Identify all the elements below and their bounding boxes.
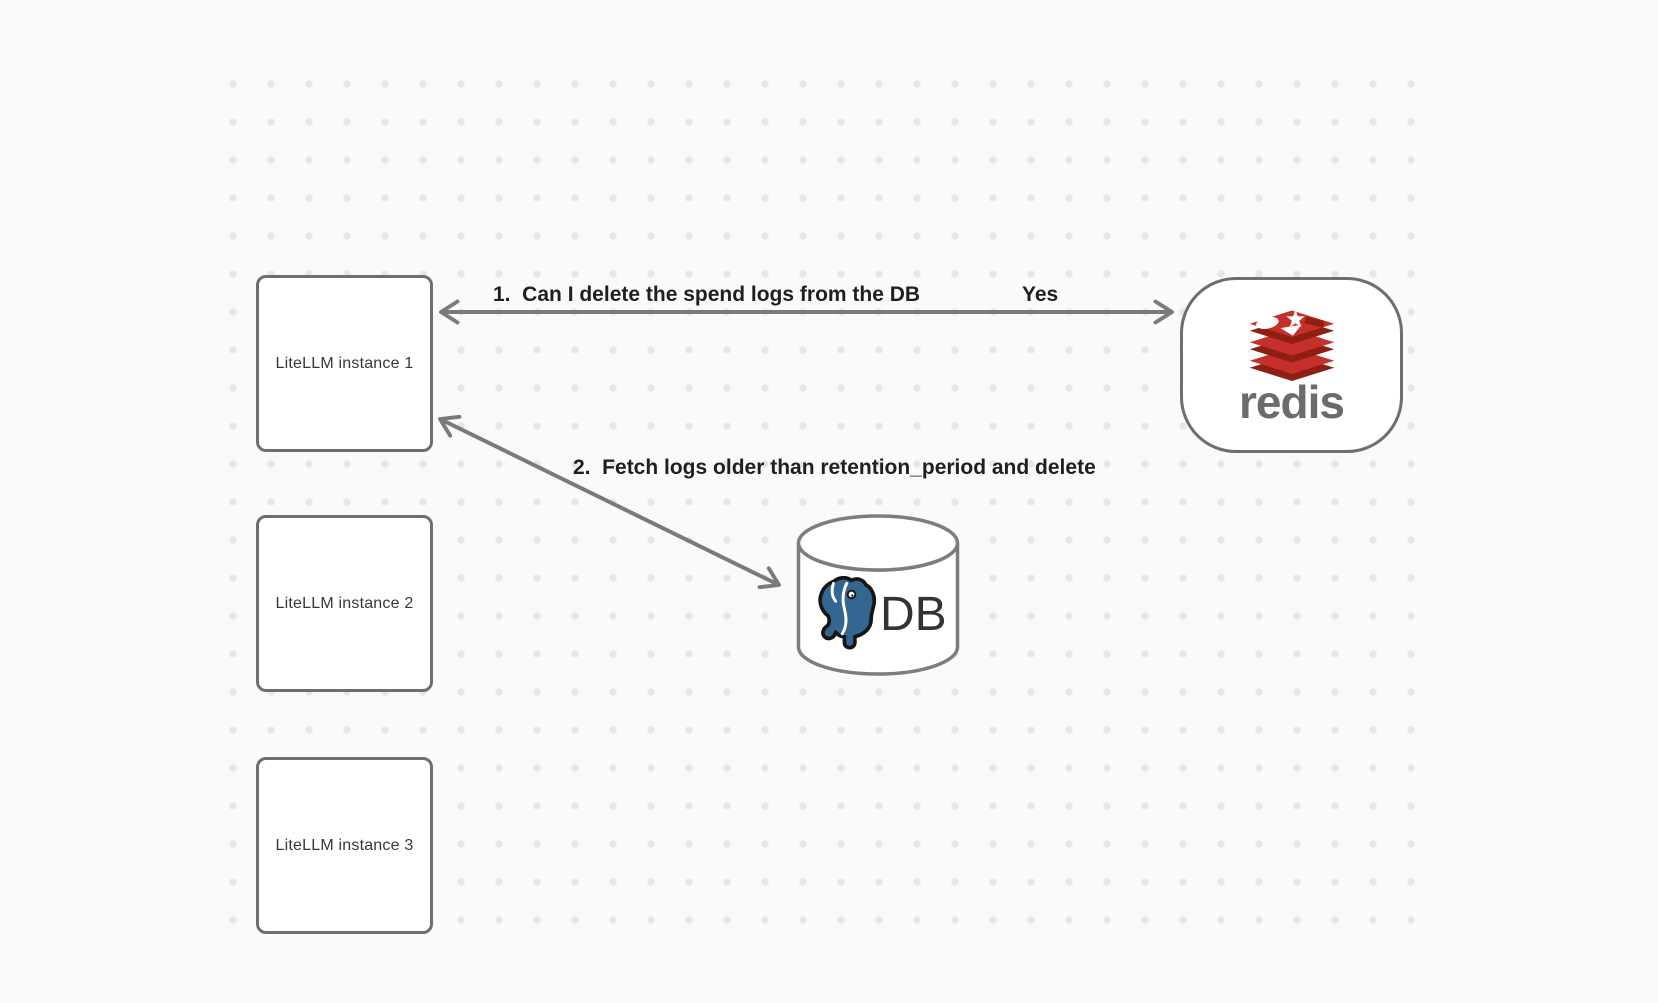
- node-label: LiteLLM instance 3: [275, 836, 414, 854]
- redis-stack-icon: [1249, 309, 1334, 381]
- arrow-2-label[interactable]: 2. Fetch logs older than retention_perio…: [573, 456, 1096, 479]
- arrow-1-label[interactable]: 1. Can I delete the spend logs from the …: [493, 283, 921, 306]
- node-litellm-instance-1[interactable]: LiteLLM instance 1: [256, 275, 433, 452]
- database-cylinder-shape: [796, 514, 960, 676]
- node-database[interactable]: DB: [795, 512, 961, 678]
- node-litellm-instance-3[interactable]: LiteLLM instance 3: [256, 757, 433, 934]
- node-litellm-instance-2[interactable]: LiteLLM instance 2: [256, 515, 433, 692]
- arrow-1-response-label[interactable]: Yes: [1022, 283, 1059, 306]
- redis-wordmark: redis: [1239, 376, 1345, 428]
- node-label: LiteLLM instance 2: [275, 594, 414, 612]
- db-label: DB: [880, 587, 947, 641]
- node-label: LiteLLM instance 1: [275, 354, 414, 372]
- postgresql-elephant-icon: [818, 576, 877, 650]
- node-redis[interactable]: redis: [1180, 277, 1403, 453]
